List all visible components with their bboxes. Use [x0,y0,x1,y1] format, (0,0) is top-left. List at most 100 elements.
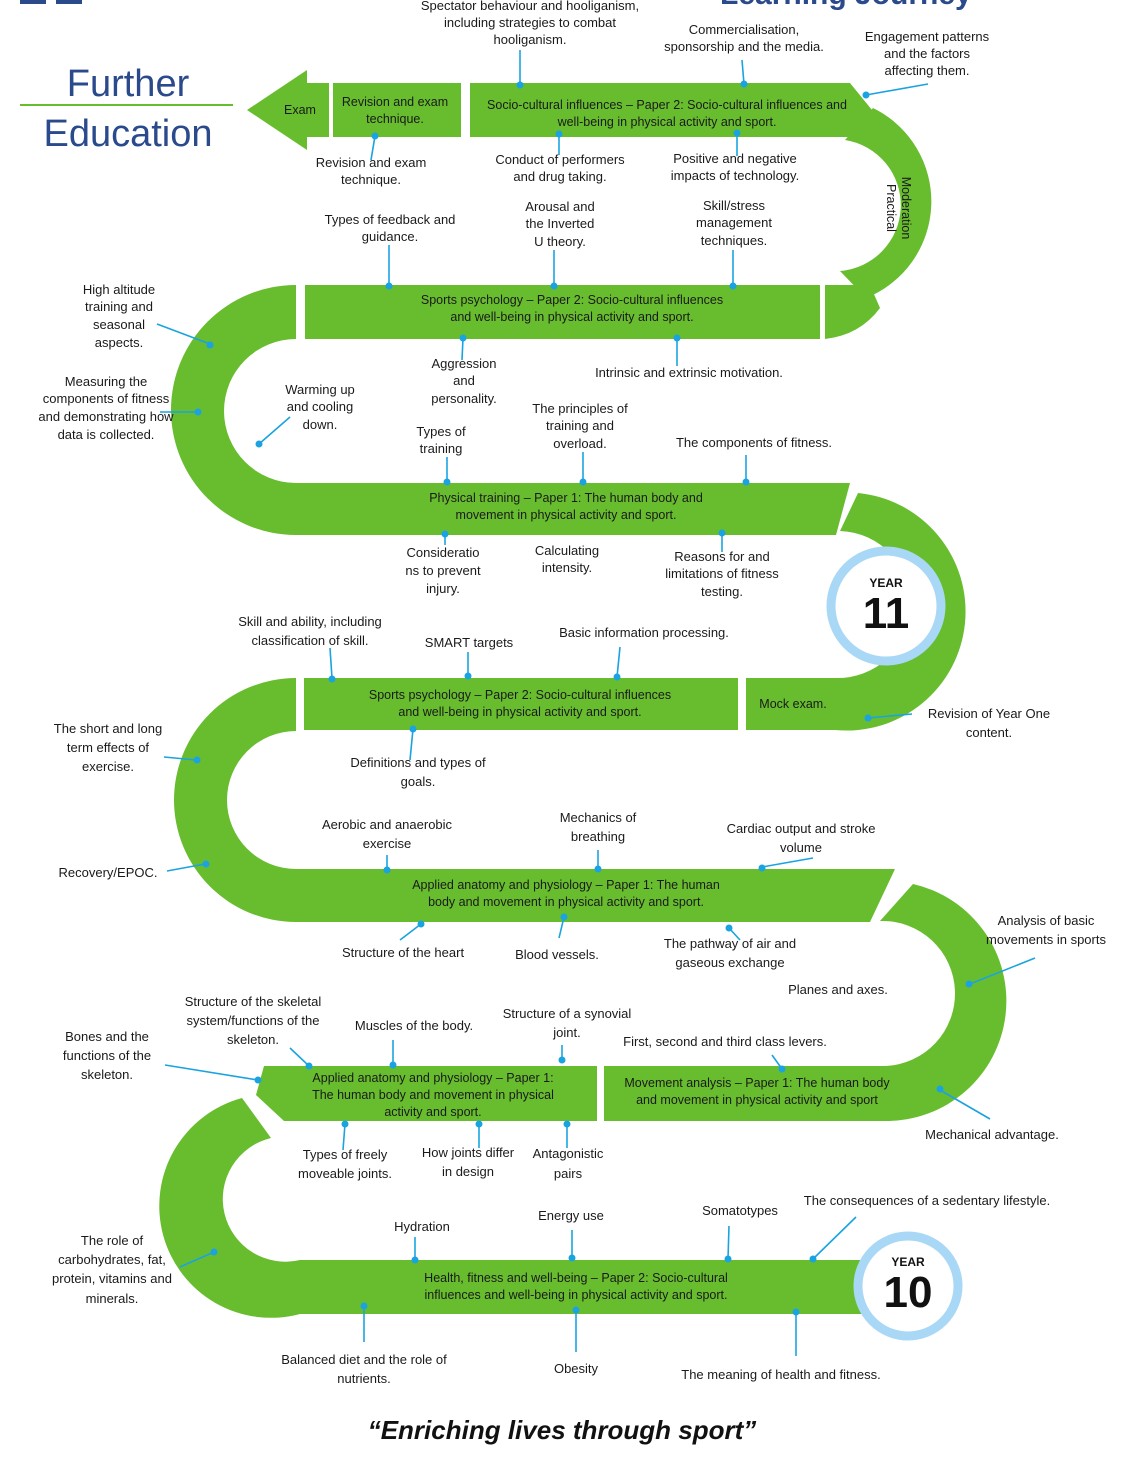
svg-text:gaseous exchange: gaseous exchange [675,955,784,970]
svg-text:The meaning of health and fitn: The meaning of health and fitness. [681,1367,880,1382]
svg-text:minerals.: minerals. [86,1291,139,1306]
label-balanced: Balanced diet and the role of nutrients. [281,1352,447,1386]
svg-text:Revision and exam: Revision and exam [316,155,427,170]
svg-text:Measuring the: Measuring the [65,374,147,389]
svg-text:data is collected.: data is collected. [58,427,155,442]
health-band [300,1260,870,1314]
svg-text:classification of skill.: classification of skill. [251,633,368,648]
svg-text:and drug taking.: and drug taking. [513,169,606,184]
svg-text:YEAR: YEAR [869,576,903,590]
svg-text:management: management [696,215,772,230]
label-heart: Structure of the heart [342,945,465,960]
svg-text:Basic information processing.: Basic information processing. [559,625,729,640]
label-levers: First, second and third class levers. [623,1034,827,1049]
exam-band [307,83,329,137]
svg-text:overload.: overload. [553,436,606,451]
svg-text:Antagonistic: Antagonistic [533,1146,604,1161]
svg-text:Sports psychology – Paper 2: S: Sports psychology – Paper 2: Socio-cultu… [369,688,671,702]
further-education-title: Further Education [20,63,233,155]
svg-text:Revision and exam: Revision and exam [342,95,448,109]
left-curve-lower [159,1098,300,1318]
label-skill-ability: Skill and ability, includingclassificati… [238,614,382,648]
svg-text:Applied anatomy and physiology: Applied anatomy and physiology – Paper 1… [312,1071,553,1085]
svg-text:system/functions of the: system/functions of the [187,1013,320,1028]
svg-text:and demonstrating how: and demonstrating how [38,409,174,424]
svg-text:Education: Education [43,113,212,155]
svg-text:The short and long: The short and long [54,721,162,736]
label-muscles: Muscles of the body. [355,1018,473,1033]
label-components: The components of fitness. [676,435,832,450]
svg-text:Muscles of the body.: Muscles of the body. [355,1018,473,1033]
svg-text:and well-being in physical act: and well-being in physical activity and … [398,705,641,719]
label-measuring: Measuring the components of fitness and de… [38,374,174,442]
svg-text:How joints differ: How joints differ [422,1145,515,1160]
svg-text:Skill/stress: Skill/stress [703,198,766,213]
svg-text:movement in physical activity: movement in physical activity and sport. [456,508,677,522]
svg-text:Analysis of basic: Analysis of basic [998,913,1095,928]
svg-text:pairs: pairs [554,1166,583,1181]
svg-text:affecting them.: affecting them. [884,63,969,78]
svg-text:techniques.: techniques. [701,233,768,248]
svg-text:protein, vitamins and: protein, vitamins and [52,1271,172,1286]
svg-text:Mechanics of: Mechanics of [560,810,637,825]
svg-text:down.: down. [303,417,338,432]
svg-text:influences and well-being in p: influences and well-being in physical ac… [425,1288,728,1302]
svg-text:including strategies to combat: including strategies to combat [444,15,616,30]
svg-text:well-being in physical activit: well-being in physical activity and spor… [557,115,777,129]
left-curve-middle [174,678,296,922]
svg-text:Positive and negative: Positive and negative [673,151,797,166]
svg-text:nutrients.: nutrients. [337,1371,390,1386]
svg-text:The consequences of a sedentar: The consequences of a sedentary lifestyl… [804,1193,1050,1208]
label-commercialisation: Commercialisation,sponsorship and the me… [664,22,824,54]
band-texts: Exam Revision and exam technique. Socio-… [284,95,913,1302]
svg-text:Types of feedback and: Types of feedback and [325,212,456,227]
svg-text:Movement analysis – Paper 1: T: Movement analysis – Paper 1: The human b… [624,1076,890,1090]
svg-text:intensity.: intensity. [542,560,592,575]
movement-analysis-band [604,1066,866,1121]
svg-text:aspects.: aspects. [95,335,143,350]
header-title-fragment: Learning Journey [720,0,972,11]
svg-text:Hydration: Hydration [394,1219,450,1234]
svg-text:Socio-cultural influences – Pa: Socio-cultural influences – Paper 2: Soc… [487,98,847,112]
revision-band [333,83,461,137]
svg-text:Commercialisation,: Commercialisation, [689,22,800,37]
svg-text:Further: Further [67,63,190,105]
svg-text:Calculating: Calculating [535,543,599,558]
right-curve-middle [778,493,966,731]
svg-text:the Inverted: the Inverted [526,216,595,231]
svg-text:Energy use: Energy use [538,1208,604,1223]
svg-text:testing.: testing. [701,584,743,599]
year-11-badge: YEAR 11 [826,546,946,666]
label-somatotypes: Somatotypes [702,1203,778,1218]
svg-text:Recovery/EPOC.: Recovery/EPOC. [59,865,158,880]
svg-text:components of fitness: components of fitness [43,391,170,406]
label-hydration: Hydration [394,1219,450,1234]
svg-text:The principles of: The principles of [532,401,628,416]
svg-text:11: 11 [863,589,910,638]
svg-text:Revision of Year One: Revision of Year One [928,706,1050,721]
practical-moderation-curve [840,108,932,298]
svg-text:exercise: exercise [363,836,411,851]
svg-text:Definitions and types of: Definitions and types of [350,755,486,770]
svg-text:Warming up: Warming up [285,382,355,397]
svg-text:Applied anatomy and physiology: Applied anatomy and physiology – Paper 1… [412,878,720,892]
svg-text:and movement in physical activ: and movement in physical activity and sp… [636,1093,878,1107]
svg-text:Moderation: Moderation [899,177,913,240]
svg-text:ns to prevent: ns to prevent [405,563,481,578]
svg-text:Balanced diet and the role of: Balanced diet and the role of [281,1352,447,1367]
svg-text:exercise.: exercise. [82,759,134,774]
svg-text:in design: in design [442,1164,494,1179]
svg-text:The human body and movement in: The human body and movement in physical [312,1088,554,1102]
